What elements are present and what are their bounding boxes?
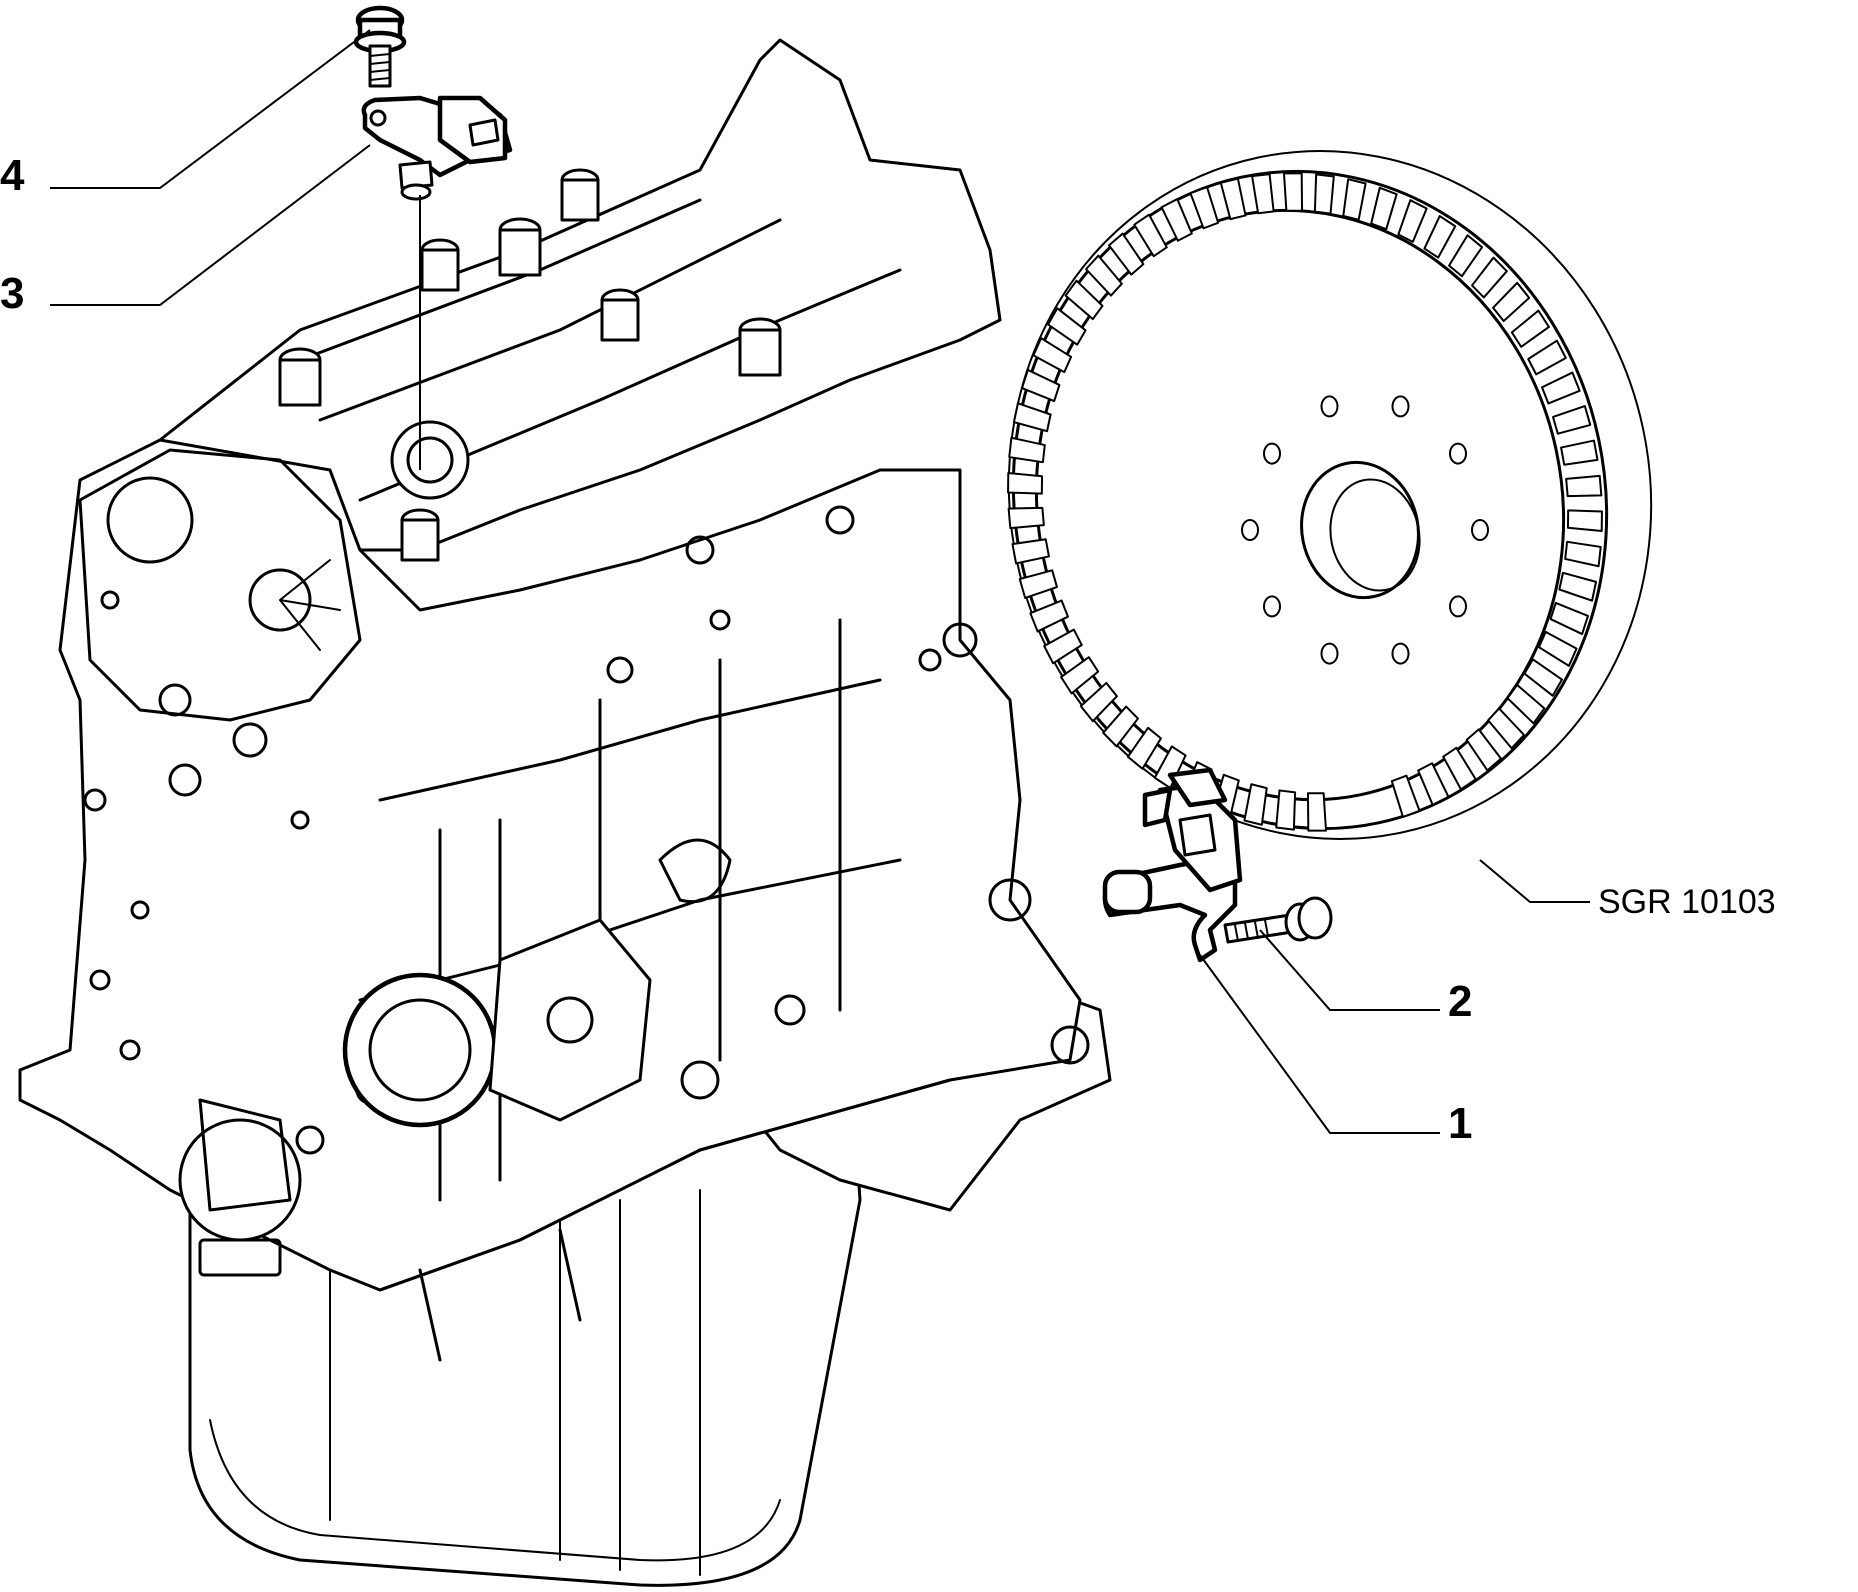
flywheel-bolt-holes [1241,395,1489,665]
callout-3: 3 [0,269,24,318]
leader-line-3 [50,144,371,306]
sensor-screw [1223,896,1333,944]
leader-line-sgr [1479,859,1590,903]
crankshaft-position-sensor [1102,767,1243,963]
leader-line-1 [1199,954,1440,1134]
camshaft-position-sensor [361,95,513,201]
leader-lines [50,29,1590,1134]
callout-4: 4 [0,151,25,200]
leader-line-2 [1259,929,1440,1011]
callout-2: 2 [1448,977,1472,1026]
engine-block-drawing [18,38,1112,1587]
flywheel-tone-wheel-drawing [1007,150,1653,840]
drawing-reference-code: SGR 10103 [1598,883,1776,921]
camshaft-sensor-bolt [353,5,407,88]
leader-line-4 [50,29,371,189]
callout-1: 1 [1448,1099,1472,1148]
